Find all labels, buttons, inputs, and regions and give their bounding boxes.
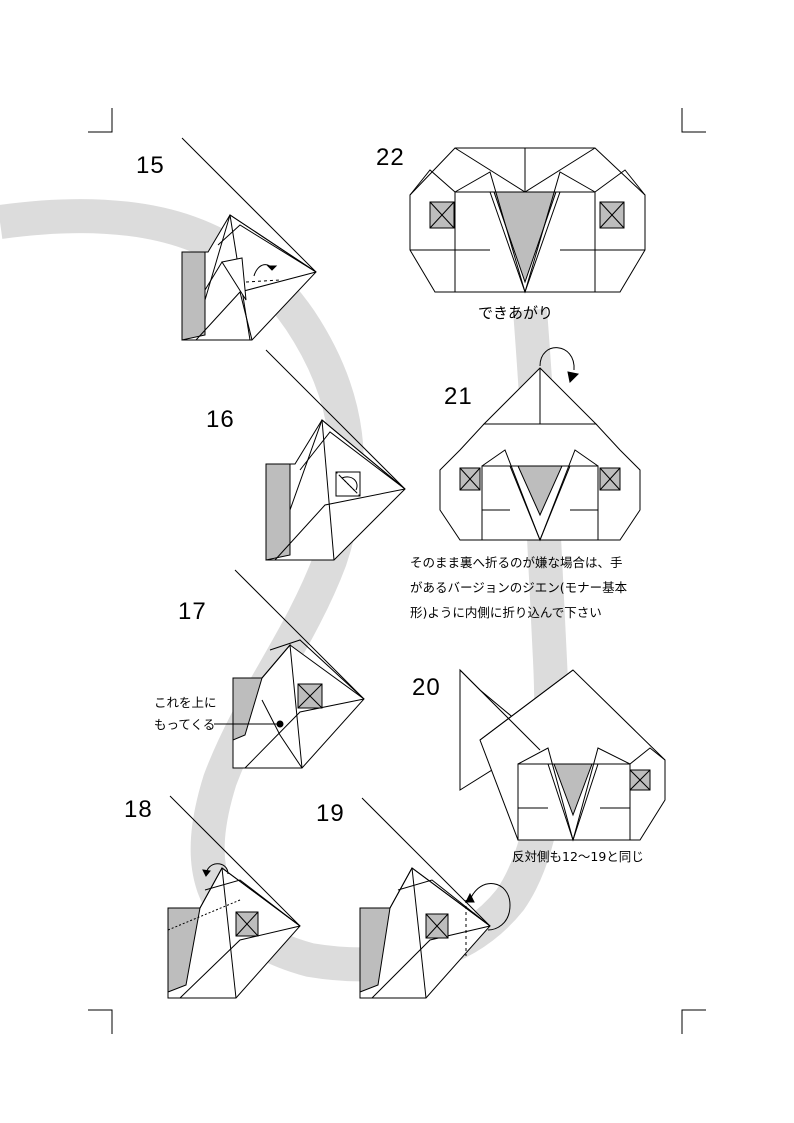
step-number-17: 17: [178, 598, 207, 625]
caption-finished: できあがり: [478, 304, 554, 322]
step-number-16: 16: [206, 406, 235, 433]
step-19-figure: [359, 797, 511, 999]
note-step-20: 反対側も12〜19と同じ: [512, 849, 644, 864]
note-step-17: これを上に もってくる: [154, 692, 217, 736]
note-17-line-2: もってくる: [154, 717, 216, 732]
note-21-line-1: そのまま裏へ折るのが嫌な場合は、手: [410, 555, 623, 570]
step-number-15: 15: [136, 152, 165, 179]
step-16-figure: [265, 349, 406, 561]
step-number-20: 20: [412, 674, 441, 701]
note-17-line-1: これを上に: [154, 695, 217, 710]
step-number-18: 18: [124, 796, 153, 823]
step-number-22: 22: [376, 144, 405, 171]
note-21-line-3: 形)ように内側に折り込んで下さい: [410, 605, 602, 620]
step-15-figure: [181, 137, 317, 341]
step-18-figure: [167, 795, 301, 999]
step-21-figure: [439, 347, 641, 542]
crop-marks: [88, 108, 706, 1034]
note-21-line-2: があるバージョンのジエン(モナー基本: [410, 580, 628, 595]
note-step-21: そのまま裏へ折るのが嫌な場合は、手 があるバージョンのジエン(モナー基本 形)よ…: [410, 552, 627, 624]
step-22-figure: [409, 147, 646, 294]
flow-band: [0, 199, 569, 982]
step-number-19: 19: [316, 800, 345, 827]
step-20-figure: [459, 668, 666, 842]
step-number-21: 21: [444, 383, 473, 410]
step-17-figure: [214, 569, 365, 769]
